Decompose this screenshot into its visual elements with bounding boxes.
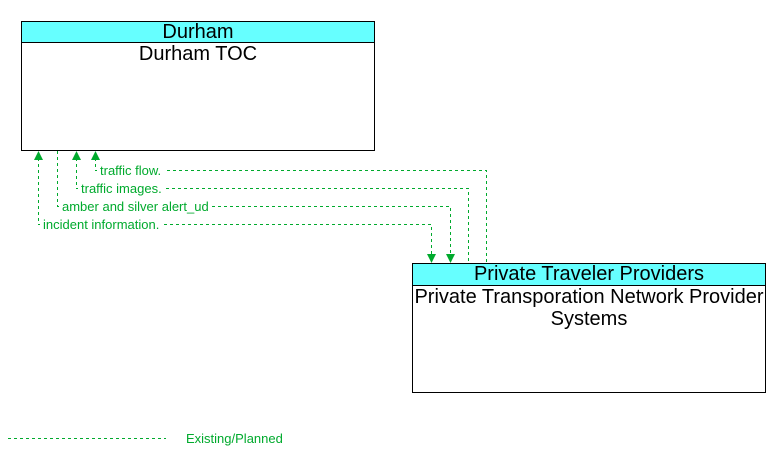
durham-box-header: Durham <box>22 22 374 43</box>
legend-label-existing-planned: Existing/Planned <box>186 431 283 446</box>
flow-label-traffic-flow: traffic flow. <box>97 163 165 178</box>
arrowhead-up-traffic-flow <box>91 151 100 160</box>
private-box-title: Private Transporation Network Provider S… <box>414 286 764 330</box>
durham-box[interactable]: Durham Durham TOC <box>21 21 375 151</box>
flow-label-incident-information: incident information. <box>40 217 163 232</box>
flow-label-traffic-images: traffic images. <box>78 181 165 196</box>
private-box-header: Private Traveler Providers <box>413 264 765 286</box>
arrowhead-down-amber-silver-alert <box>446 254 455 263</box>
arrowhead-down-incident-information <box>427 254 436 263</box>
private-traveler-providers-box[interactable]: Private Traveler Providers Private Trans… <box>412 263 766 393</box>
durham-box-title: Durham TOC <box>138 43 258 65</box>
arrowhead-up-traffic-images <box>72 151 81 160</box>
arrowhead-up-incident-information <box>34 151 43 160</box>
flow-label-amber-silver-alert: amber and silver alert_ud <box>59 199 212 214</box>
